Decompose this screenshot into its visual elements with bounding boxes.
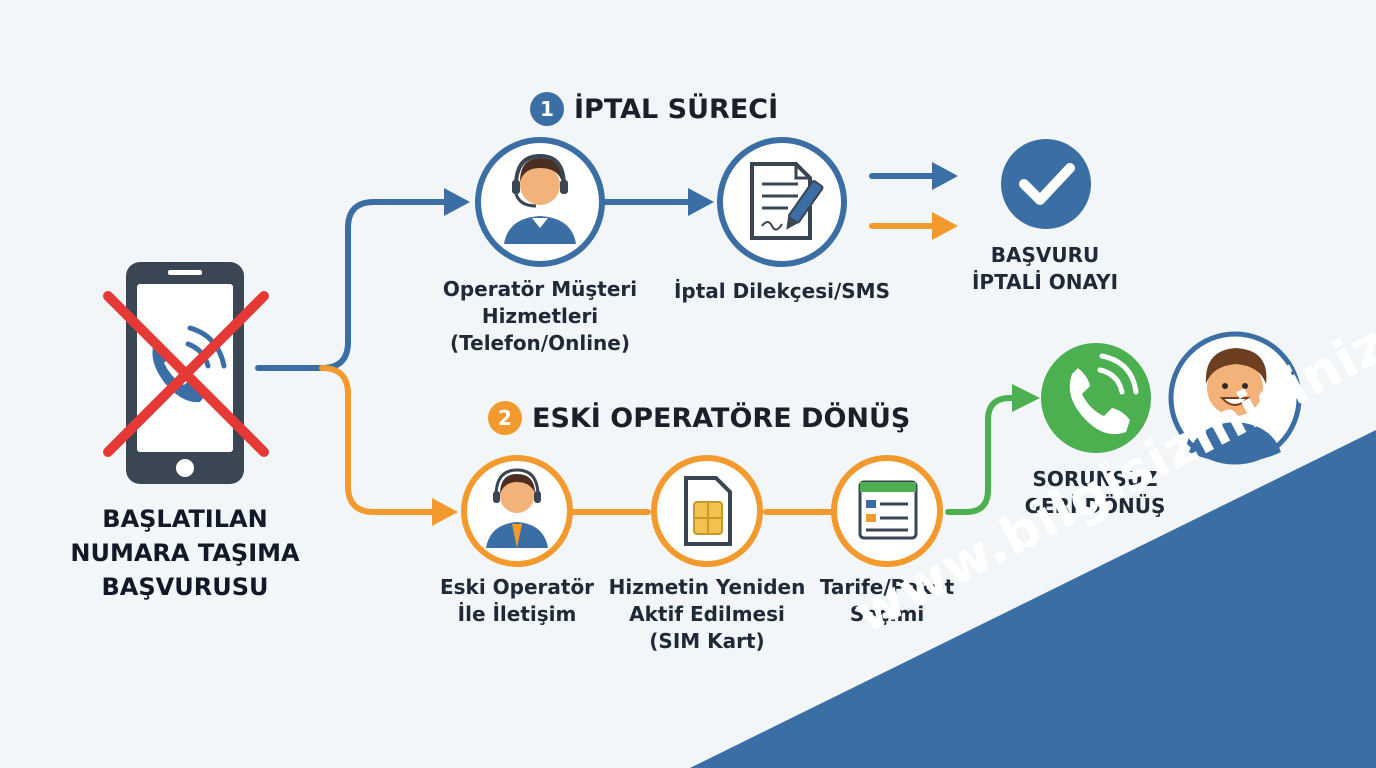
check-icon <box>1001 139 1091 229</box>
result-label-line: SORUNSUZ <box>1032 467 1158 491</box>
section1-step1-label: Operatör Müşteri Hizmetleri (Telefon/Onl… <box>420 276 660 357</box>
step-label-line: (Telefon/Online) <box>450 331 630 355</box>
section2-result-label: SORUNSUZ GERİ DÖNÜŞ <box>1010 466 1180 520</box>
start-label-line: BAŞLATILAN <box>102 505 268 533</box>
arrowheads-orange <box>432 212 958 526</box>
arrowhead-green <box>1012 384 1040 412</box>
result-label-line: BAŞVURU <box>990 243 1100 267</box>
section2-step2-label: Hizmetin Yeniden Aktif Edilmesi (SIM Kar… <box>592 574 822 655</box>
step-label-line: Aktif Edilmesi <box>629 602 785 626</box>
document-pen-icon <box>717 137 847 267</box>
section2-step1-label: Eski Operatör İle İletişim <box>417 574 617 628</box>
section2-step3-label: Tarife/Paket Seçimi <box>797 574 977 628</box>
step-label-line: Operatör Müşteri <box>442 277 638 301</box>
step-label-line: Hizmetin Yeniden <box>608 575 806 599</box>
watermark-banner <box>690 430 1376 768</box>
step-label-line: (SIM Kart) <box>649 629 765 653</box>
connector-green <box>945 395 1021 515</box>
arrowheads-blue <box>444 162 958 216</box>
step-label-line: Tarife/Paket <box>819 575 955 599</box>
section1-number-badge: 1 <box>530 92 564 126</box>
section1-step2-label: İptal Dilekçesi/SMS <box>662 278 902 305</box>
phone-call-icon <box>1041 343 1151 453</box>
section1-heading: 1 İPTAL SÜRECİ <box>530 92 778 126</box>
sim-card-icon <box>651 455 763 567</box>
headset-agent-icon <box>461 455 573 567</box>
start-label-line: BAŞVURUSU <box>101 573 269 601</box>
step-label-line: Seçimi <box>849 602 925 626</box>
step-label-line: İptal Dilekçesi/SMS <box>673 279 890 303</box>
step-label-line: Hizmetleri <box>481 304 599 328</box>
section2-heading: 2 ESKİ OPERATÖRE DÖNÜŞ <box>488 401 910 435</box>
step-label-line: Eski Operatör <box>439 575 595 599</box>
connector-orange-main <box>319 223 938 515</box>
headset-agent-icon <box>475 137 605 267</box>
start-label: BAŞLATILAN NUMARA TAŞIMA BAŞVURUSU <box>60 502 310 604</box>
section1-title: İPTAL SÜRECİ <box>574 93 779 125</box>
section1-result-label: BAŞVURU İPTALİ ONAYI <box>950 242 1140 296</box>
start-label-line: NUMARA TAŞIMA <box>70 539 300 567</box>
happy-user-avatar <box>1168 331 1302 465</box>
section2-title: ESKİ OPERATÖRE DÖNÜŞ <box>532 402 911 434</box>
result-label-line: İPTALİ ONAYI <box>971 270 1119 294</box>
step-label-line: İle İletişim <box>457 602 577 626</box>
section2-number-badge: 2 <box>488 401 522 435</box>
cancelled-phone-icon <box>103 262 269 484</box>
tariff-list-icon <box>831 455 943 567</box>
result-label-line: GERİ DÖNÜŞ <box>1024 494 1166 518</box>
